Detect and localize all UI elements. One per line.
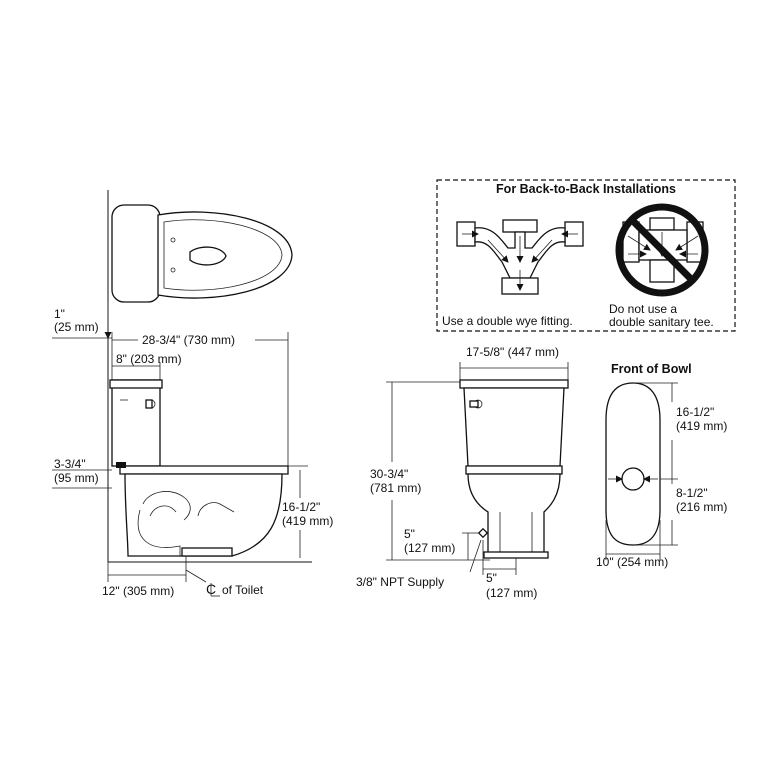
bowl-upper-mm: (419 mm)	[676, 419, 727, 433]
no-caption-line2: double sanitary tee.	[609, 315, 714, 329]
bowl-width-dim: 10" (254 mm)	[596, 555, 668, 569]
front-of-bowl-title: Front of Bowl	[611, 362, 692, 376]
ok-caption: Use a double wye fitting.	[442, 314, 573, 328]
bowl-upper-in: 16-1/2"	[676, 405, 714, 419]
front-width-dim: 17-5/8" (447 mm)	[466, 345, 559, 359]
back-to-back-box	[436, 179, 736, 332]
supply-offset-in: 5"	[486, 571, 497, 585]
supply-height-in: 5"	[404, 527, 415, 541]
supply-label: 3/8" NPT Supply	[356, 575, 444, 589]
front-view: 17-5/8" (447 mm) 30-3/4" (781 mm) 5" (12…	[356, 345, 569, 600]
wall-offset-mm: (25 mm)	[54, 320, 99, 334]
overall-height-in: 30-3/4"	[370, 467, 408, 481]
seat-height-mm: (419 mm)	[282, 514, 333, 528]
side-view: 1" (25 mm) 28-3/4" (730 mm) 8" (203 mm)	[52, 190, 333, 598]
bowl-lower-in: 8-1/2"	[676, 486, 708, 500]
supply-offset-mm: (127 mm)	[486, 586, 537, 600]
sanitary-tee-prohibited-icon	[615, 203, 709, 297]
tank-clearance-in: 3-3/4"	[54, 457, 86, 471]
supply-height-mm: (127 mm)	[404, 541, 455, 555]
no-caption-line1: Do not use a	[609, 302, 677, 316]
double-wye-icon	[456, 219, 584, 295]
plan-view-toilet	[111, 204, 293, 303]
bowl-outline	[605, 382, 661, 546]
tank-depth-dim: 8" (203 mm)	[116, 352, 182, 366]
rough-in-dim: 12" (305 mm)	[102, 584, 174, 598]
overall-depth-dim: 28-3/4" (730 mm)	[142, 333, 235, 347]
side-toilet	[109, 379, 289, 557]
back-to-back-title: For Back-to-Back Installations	[496, 182, 676, 196]
overall-height-mm: (781 mm)	[370, 481, 421, 495]
front-toilet	[459, 379, 569, 559]
centerline-icon: C	[206, 581, 220, 597]
tank-clearance-mm: (95 mm)	[54, 471, 99, 485]
centerline-label: of Toilet	[222, 583, 264, 597]
seat-height-in: 16-1/2"	[282, 500, 320, 514]
bowl-lower-mm: (216 mm)	[676, 500, 727, 514]
wall-offset-in: 1"	[54, 307, 65, 321]
back-to-back-panel: For Back-to-Back Installations Use a dou…	[436, 179, 736, 332]
front-of-bowl: Front of Bowl 16-1/2" (419 mm) 8-1/2" (2…	[596, 362, 727, 569]
